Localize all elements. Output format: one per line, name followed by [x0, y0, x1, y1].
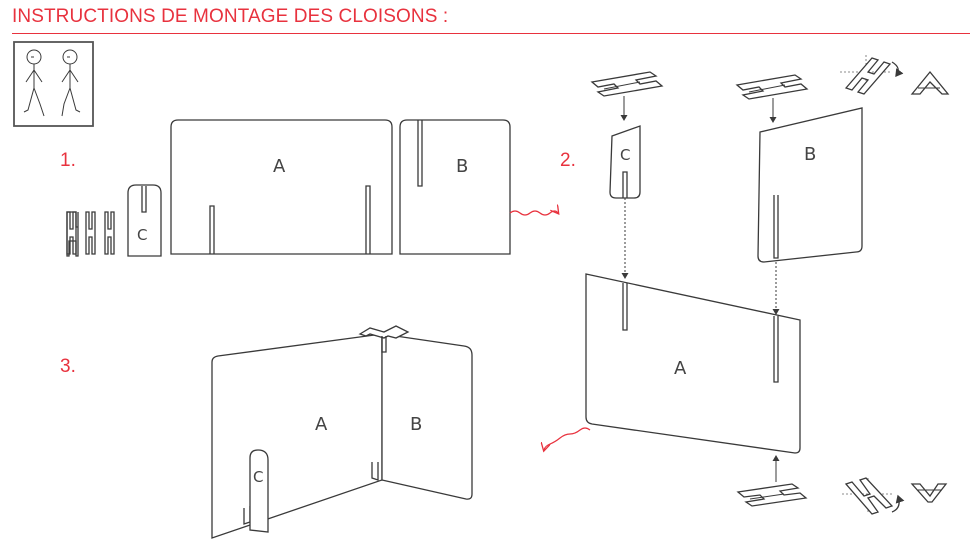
panel-a-label: A [273, 156, 286, 177]
step2-panel-a-label: A [674, 358, 687, 379]
connector-rotate-icon [840, 55, 950, 95]
connector-rotate-icon-bottom [842, 477, 948, 515]
title-underline [12, 33, 970, 34]
step-1-parts: C A B [66, 119, 511, 257]
step-3-assembled: C A B [211, 325, 473, 539]
step-2-label: 2. [560, 150, 576, 171]
instructions-title: INSTRUCTIONS DE MONTAGE DES CLOISONS : [12, 6, 449, 27]
step3-panel-b-label: B [410, 414, 422, 435]
step2-panel-b-label: B [804, 144, 816, 165]
step3-part-c-label: C [253, 468, 263, 486]
continue-arrow [544, 427, 591, 450]
step2-part-c-label: C [620, 146, 630, 164]
part-c-label: C [137, 226, 147, 244]
step-3-label: 3. [60, 356, 76, 377]
step-1-label: 1. [60, 150, 76, 171]
panel-b-label: B [456, 156, 468, 177]
next-step-arrow [509, 211, 558, 216]
step3-panel-a-label: A [315, 414, 328, 435]
two-person-icon [13, 41, 94, 127]
step-2-assembly: C B A [585, 55, 950, 515]
